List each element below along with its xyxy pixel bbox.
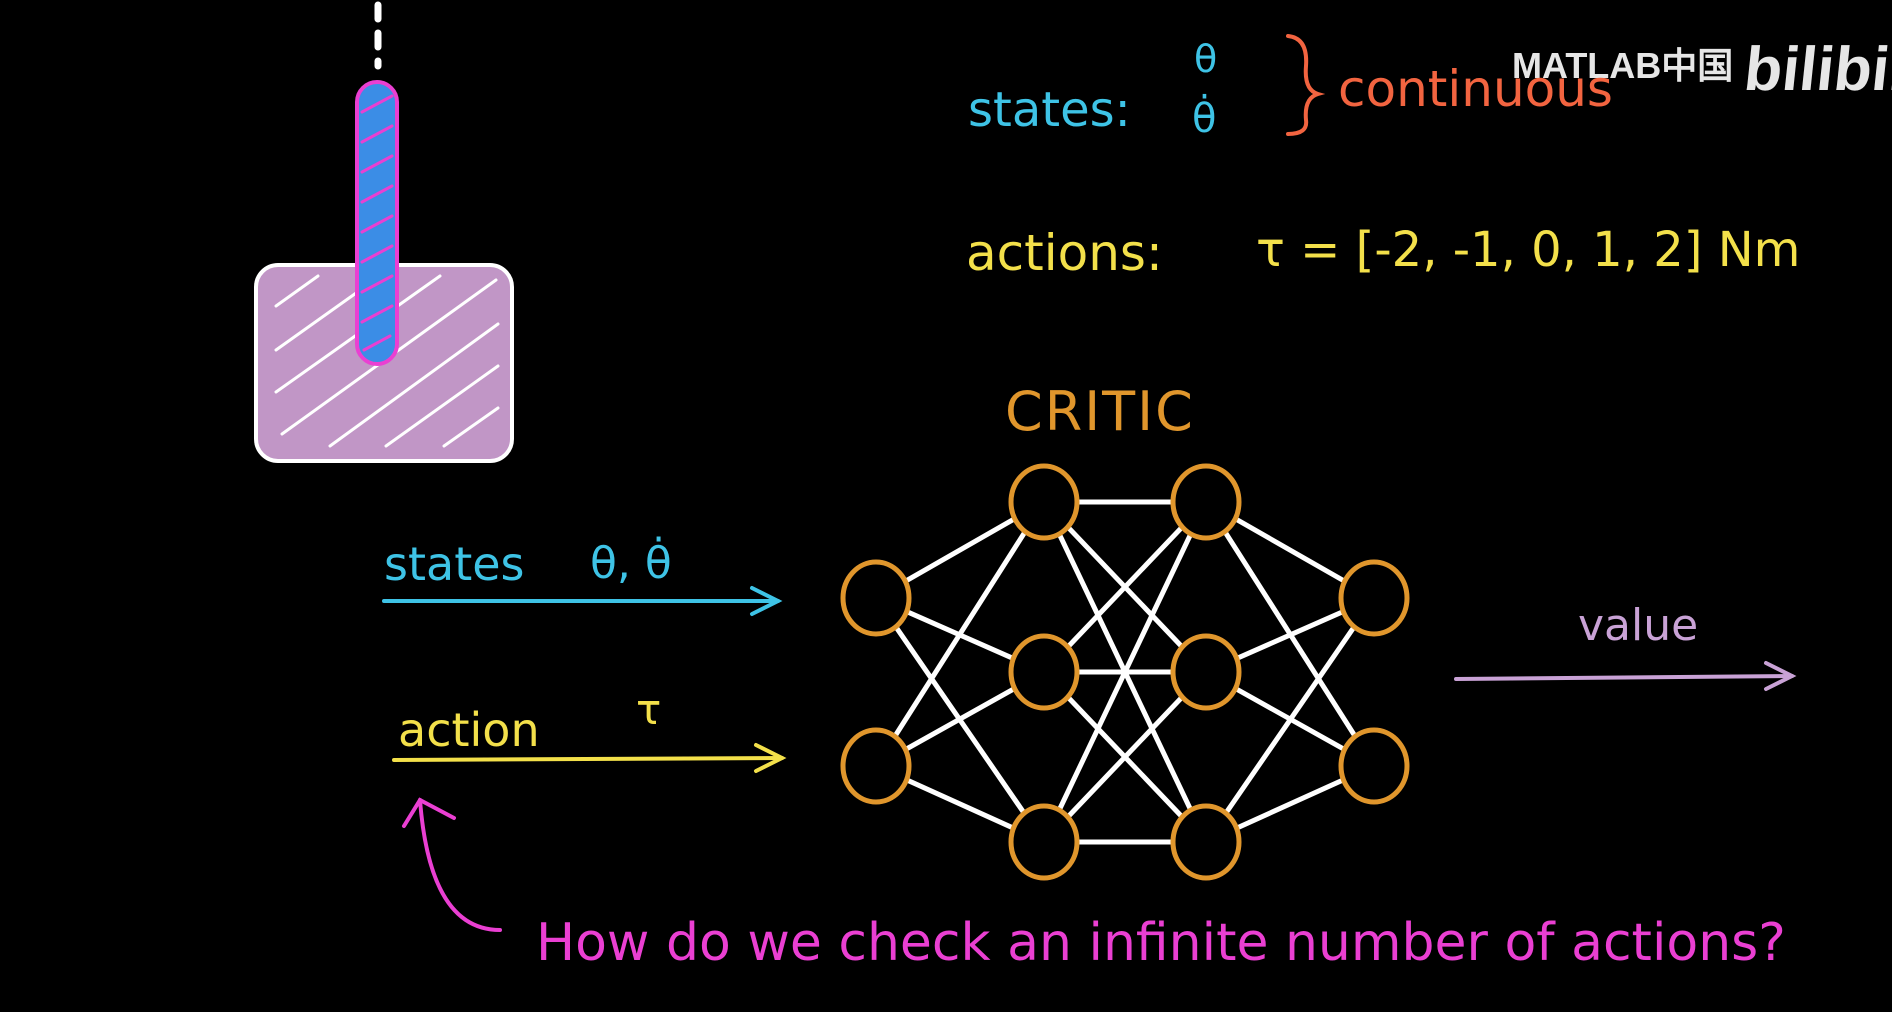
neuron-layer0-1 <box>840 727 912 805</box>
continuous-brace <box>1286 34 1326 136</box>
neuron-layer0-0 <box>840 559 912 637</box>
input-states-label: states <box>384 537 525 591</box>
neuron-layer2-2 <box>1170 803 1242 881</box>
neuron-layer2-0 <box>1170 463 1242 541</box>
pendulum-illustration <box>254 1 514 463</box>
neuron-layer1-1 <box>1008 633 1080 711</box>
edge-l1-2-1 <box>1041 669 1209 845</box>
value-arrow <box>1454 661 1797 691</box>
edge-l0-1-0 <box>873 499 1047 769</box>
state-theta-dot: θ̇ <box>1192 93 1216 142</box>
state-theta: θ <box>1194 37 1217 81</box>
edge-l1-1-0 <box>1041 499 1209 675</box>
input-states-vars: θ, θ̇ <box>590 535 672 589</box>
curved-pointer-arrow <box>402 797 502 932</box>
neuron-layer3-0 <box>1338 559 1410 637</box>
output-value-label: value <box>1578 600 1698 651</box>
actions-label: actions: <box>966 224 1163 282</box>
states-arrow <box>382 586 783 616</box>
edge-l2-2-0 <box>1203 595 1377 845</box>
action-arrow <box>392 743 787 773</box>
continuous-label: continuous <box>1338 60 1613 118</box>
rod-hatching <box>360 94 394 352</box>
neuron-layer1-2 <box>1008 803 1080 881</box>
network-edges <box>873 499 1377 845</box>
edge-l1-2-0 <box>1041 499 1209 845</box>
neuron-layer2-1 <box>1170 633 1242 711</box>
states-label: states: <box>968 82 1131 138</box>
watermark-brand: MATLAB中国 <box>1512 45 1733 86</box>
neuron-layer3-1 <box>1338 727 1410 805</box>
neuron-layer1-0 <box>1008 463 1080 541</box>
actions-values: τ = [-2, -1, 0, 1, 2] Nm <box>1256 222 1800 278</box>
input-action-var: τ <box>636 685 661 734</box>
critic-title: CRITIC <box>1005 380 1195 443</box>
watermark-site-logo: bilibili <box>1741 35 1892 104</box>
question-text: How do we check an infinite number of ac… <box>536 913 1786 973</box>
network-neurons <box>840 463 1410 881</box>
input-action-label: action <box>398 703 540 757</box>
